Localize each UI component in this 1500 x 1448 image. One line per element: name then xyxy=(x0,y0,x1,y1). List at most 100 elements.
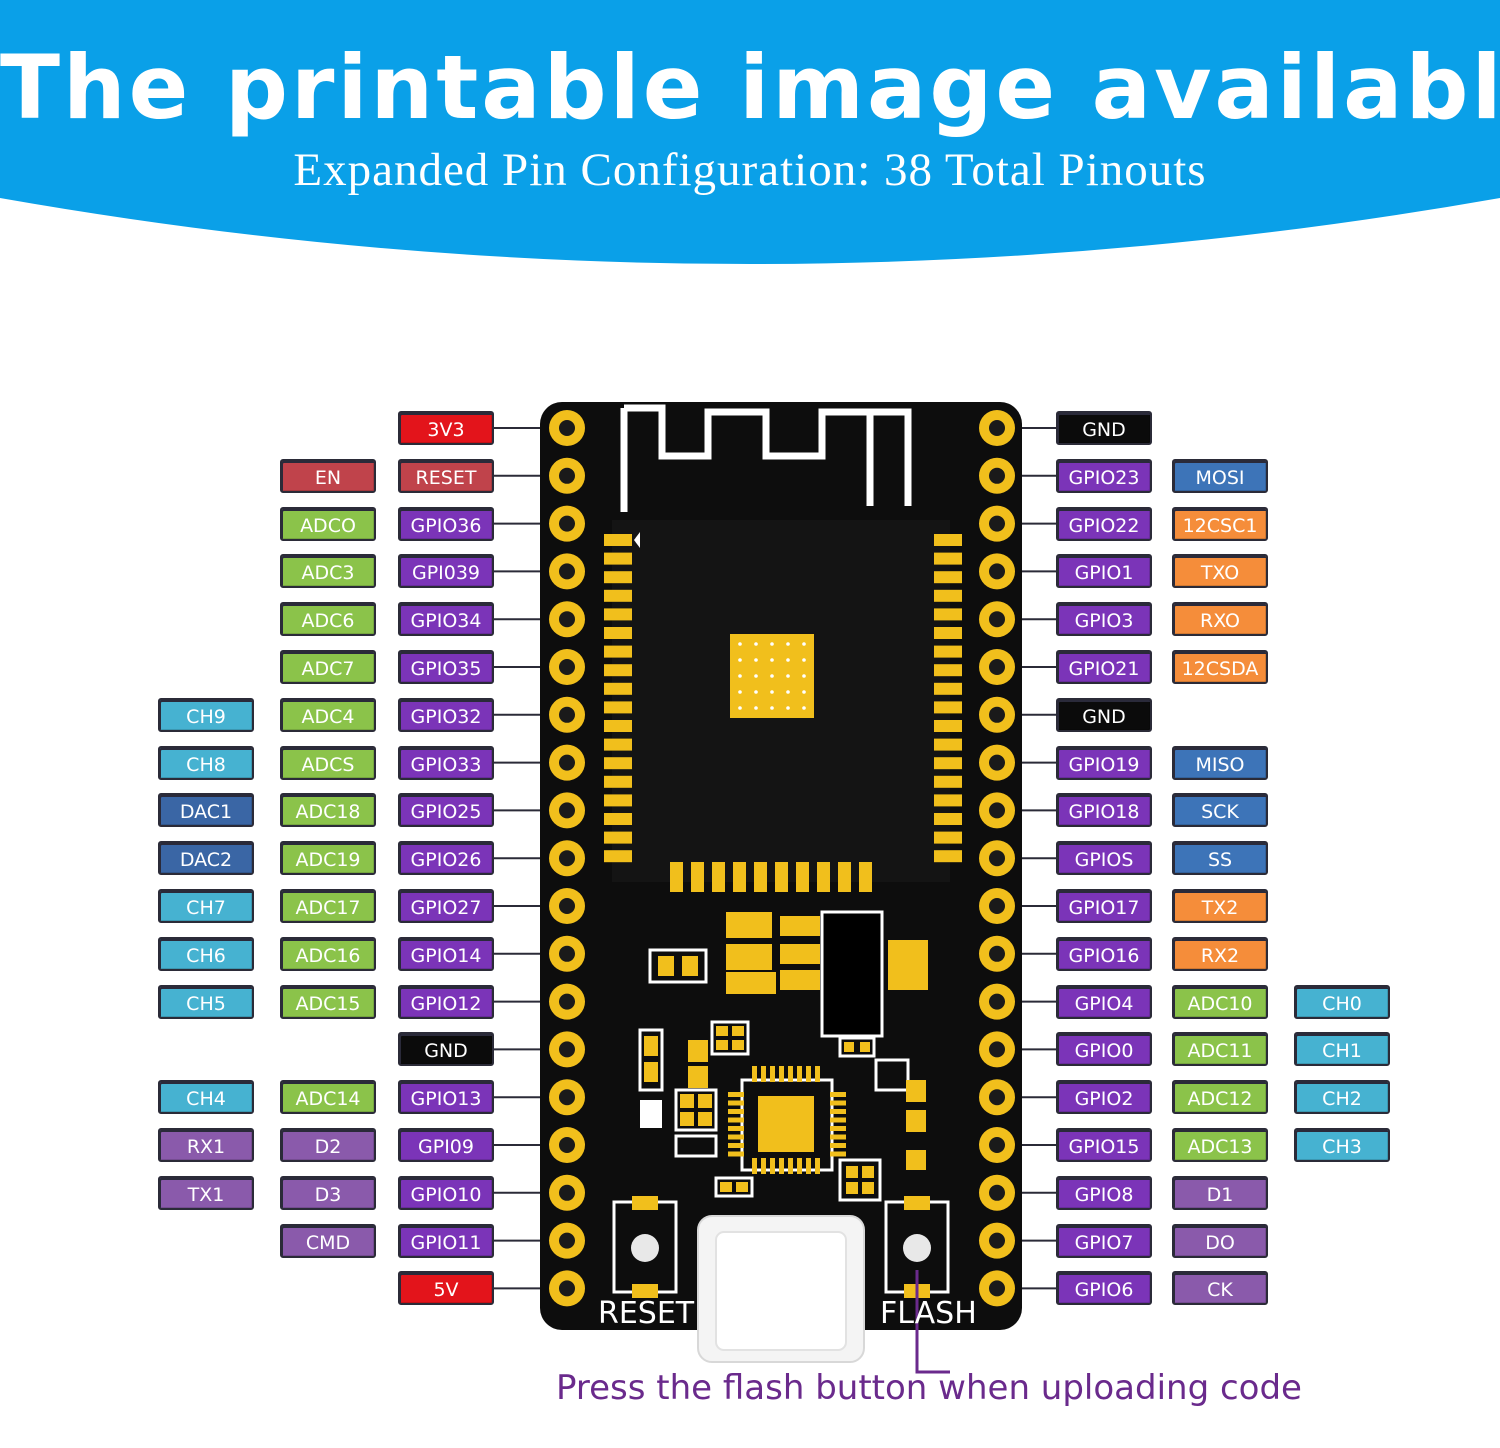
page-title: The printable image available xyxy=(0,36,1500,139)
right-pin-label: ADC10 xyxy=(1172,984,1268,1019)
module-pad xyxy=(934,571,962,584)
uart-pad xyxy=(779,1158,784,1174)
right-pin-label: TX2 xyxy=(1172,889,1268,923)
left-pin-label: GPIO10 xyxy=(398,1175,494,1210)
chip-dot xyxy=(738,658,742,662)
module-pad xyxy=(934,850,962,863)
module-pad xyxy=(604,627,632,639)
left-header-pin xyxy=(549,553,585,590)
uart-pad xyxy=(815,1158,820,1174)
right-header-pin xyxy=(979,1222,1015,1259)
left-pin-label: ADC18 xyxy=(280,793,376,828)
left-pin-label: CH8 xyxy=(158,745,254,780)
chip-dot xyxy=(786,690,790,694)
uart-pad xyxy=(806,1158,811,1174)
uart-pad xyxy=(761,1158,766,1174)
module-pad xyxy=(604,813,632,825)
right-header-pin xyxy=(979,649,1015,685)
chip-dot xyxy=(738,706,742,710)
uart-pad xyxy=(761,1066,766,1082)
chip-dot xyxy=(770,690,774,694)
uart-pad xyxy=(728,1126,744,1131)
header-banner: The printable image available Expanded P… xyxy=(0,0,1500,280)
left-pin-label: GPIO13 xyxy=(398,1080,494,1115)
module-pad xyxy=(934,757,962,770)
module-pad xyxy=(670,862,683,892)
right-pin-label: SS xyxy=(1172,841,1268,876)
right-header-pin xyxy=(979,410,1015,446)
right-header-pin xyxy=(979,1174,1015,1211)
left-pin-label: GPIO14 xyxy=(398,936,494,971)
uart-pad xyxy=(806,1066,811,1082)
uart-pad xyxy=(752,1158,757,1174)
right-pin-label: ADC13 xyxy=(1172,1128,1268,1162)
uart-pad xyxy=(779,1066,784,1082)
module-pad xyxy=(604,645,632,658)
chip-dot xyxy=(754,706,758,710)
module-pad xyxy=(934,589,962,602)
right-pin-label: CH3 xyxy=(1294,1128,1390,1162)
module-pad xyxy=(796,862,809,892)
chip-dot xyxy=(786,706,790,710)
right-pin-label: GPIO18 xyxy=(1056,793,1152,828)
module-pad xyxy=(604,571,632,584)
left-pin-label: DAC2 xyxy=(158,841,254,876)
reset-button-pad-top xyxy=(632,1196,658,1210)
left-pin-label: GPIO33 xyxy=(398,745,494,780)
left-pin-label: ADC14 xyxy=(280,1080,376,1115)
right-pin-label: ADC12 xyxy=(1172,1080,1268,1115)
uart-pad xyxy=(830,1151,846,1157)
right-pin-label: ADC11 xyxy=(1172,1032,1268,1067)
module-pad xyxy=(691,862,704,892)
left-pin-label: CH9 xyxy=(158,697,254,732)
left-pin-label: ADCO xyxy=(280,506,376,541)
left-header-pin xyxy=(549,410,585,446)
uart-pad xyxy=(752,1066,757,1082)
module-pad xyxy=(604,775,632,788)
chip-dot xyxy=(754,642,758,646)
reset-button[interactable] xyxy=(631,1234,659,1262)
left-pin-label: ADC17 xyxy=(280,889,376,923)
right-pin-label: SCK xyxy=(1172,793,1268,828)
module-pad xyxy=(604,608,632,621)
left-pin-label: GPIO36 xyxy=(398,506,494,541)
right-pin-label: GPIO17 xyxy=(1056,889,1152,923)
module-pad xyxy=(934,608,962,621)
uart-pad xyxy=(728,1143,744,1148)
left-header-pin xyxy=(549,505,585,542)
flash-button-label: FLASH xyxy=(880,1296,977,1331)
right-pin-label: DO xyxy=(1172,1223,1268,1258)
right-pin-label: GPIO16 xyxy=(1056,936,1152,971)
left-header-pin xyxy=(549,744,585,781)
uart-pad xyxy=(728,1109,744,1114)
module-pad xyxy=(712,862,725,892)
right-header-pin xyxy=(979,601,1015,638)
module-pad xyxy=(934,627,962,639)
left-pin-label: GPI09 xyxy=(398,1128,494,1162)
chip-dot xyxy=(738,642,742,646)
right-header-pin xyxy=(979,983,1015,1020)
module-pad xyxy=(733,862,746,892)
usb-uart-chip-outline xyxy=(740,1078,834,1172)
right-header-pin xyxy=(979,792,1015,829)
chip-dot xyxy=(802,706,806,710)
left-pin-label: TX1 xyxy=(158,1175,254,1210)
left-pin-label: GPIO27 xyxy=(398,889,494,923)
right-pin-label: RX2 xyxy=(1172,936,1268,971)
module-pad xyxy=(604,738,632,751)
module-pad xyxy=(859,862,872,892)
flash-button[interactable] xyxy=(903,1234,931,1262)
chip-dot xyxy=(754,674,758,678)
left-pin-label: GPIO11 xyxy=(398,1223,494,1258)
right-header-pin xyxy=(979,553,1015,590)
left-pin-label: ADC19 xyxy=(280,841,376,876)
left-pin-label: RESET xyxy=(398,458,494,493)
uart-pad xyxy=(830,1134,846,1140)
module-pad xyxy=(934,645,962,658)
uart-pad xyxy=(830,1100,846,1106)
left-header-pin xyxy=(549,792,585,829)
module-pad xyxy=(934,831,962,844)
right-header-pin xyxy=(979,505,1015,542)
uart-pad xyxy=(830,1109,846,1114)
right-pin-label: GPIO21 xyxy=(1056,650,1152,684)
